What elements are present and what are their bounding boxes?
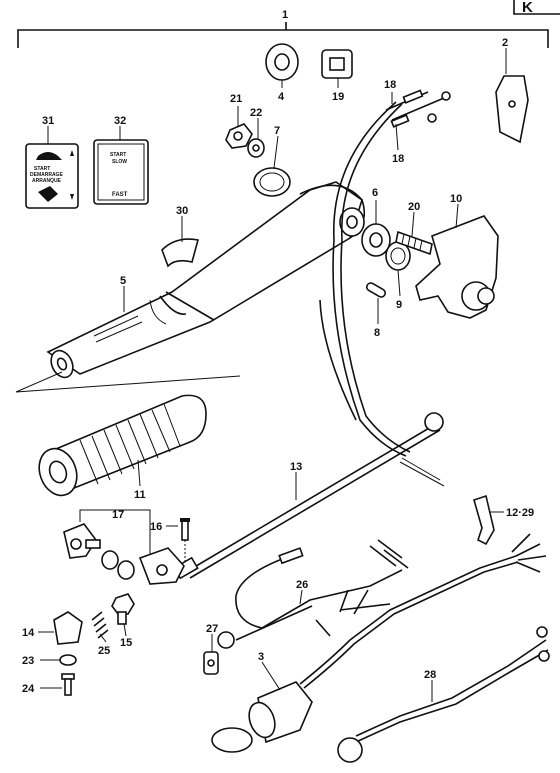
callout-26: 26: [296, 579, 308, 591]
washer-part-6: [361, 223, 391, 257]
callout-18-bottom: 18: [392, 153, 404, 165]
pin-part-8: [366, 282, 386, 298]
decal-part-31: START DEMARRAGE ARRANQUE: [25, 143, 79, 209]
seal-part-4: [265, 43, 299, 81]
callout-9: 9: [396, 299, 402, 311]
callout-6: 6: [372, 187, 378, 199]
clip-part-12-29: [473, 494, 495, 546]
callout-24: 24: [22, 683, 35, 695]
callout-18-top: 18: [384, 79, 396, 91]
lead-wire-part-28: [337, 603, 550, 763]
tiller-arm-part-5: [46, 181, 366, 379]
callout-8: 8: [374, 327, 380, 339]
clamp-part-19: [321, 49, 353, 79]
callout-31: 31: [42, 115, 54, 127]
callout-labels: 1 2 3 4 5 6 7 8 9 10 11 12·29 13 14 15 1…: [22, 9, 534, 695]
callout-19: 19: [332, 91, 344, 103]
callout-5: 5: [120, 275, 126, 287]
callout-2: 2: [502, 37, 508, 49]
decal-32-fast: FAST: [112, 192, 128, 198]
nut-part-21: [225, 123, 253, 149]
key-switch-part-3: [211, 681, 313, 753]
friction-piece-part-30: [161, 238, 200, 268]
callout-28: 28: [424, 669, 436, 681]
decal-31-line3: ARRANQUE: [32, 178, 62, 184]
callout-27: 27: [206, 623, 218, 635]
nut-part-15: [111, 593, 135, 625]
washer-part-22: [247, 138, 265, 158]
decal-32-start: START: [110, 152, 126, 158]
callout-4: 4: [278, 91, 285, 103]
callout-1: 1: [282, 9, 288, 21]
callout-30: 30: [176, 205, 188, 217]
corner-mark-box: K: [513, 0, 560, 16]
washer-part-23: [59, 654, 77, 666]
assembly-bracket: [17, 22, 549, 48]
callout-3: 3: [258, 651, 264, 663]
bolt-part-16: [180, 518, 190, 562]
corner-mark: K: [522, 0, 533, 16]
cable-ends-part-18: [385, 89, 451, 128]
callout-16: 16: [150, 521, 162, 533]
callout-10: 10: [450, 193, 462, 205]
screw-part-20: [395, 230, 433, 256]
decal-32-slow: SLOW: [112, 159, 127, 165]
leader-lines: [38, 48, 507, 702]
callout-14: 14: [22, 627, 35, 639]
callout-15: 15: [120, 637, 132, 649]
callout-12-29: 12·29: [506, 507, 534, 519]
callout-32: 32: [114, 115, 126, 127]
callout-25: 25: [98, 645, 110, 657]
callout-11: 11: [134, 489, 146, 501]
bracket-part-2: [495, 75, 529, 144]
terminal-part-27: [203, 651, 219, 675]
spring-part-25: [91, 611, 109, 639]
decal-31-line2: DEMARRAGE: [30, 172, 63, 178]
stop-rod-part-13: [173, 412, 444, 580]
callout-20: 20: [408, 201, 420, 213]
callout-17: 17: [112, 509, 124, 521]
main-harness: [299, 533, 547, 689]
screw-part-24: [61, 673, 75, 696]
callout-21: 21: [230, 93, 242, 105]
decal-31-line1: START: [34, 166, 50, 172]
housing-part-10: [415, 215, 499, 319]
friction-assembly-part-17: [63, 509, 185, 585]
throttle-grip-part-11: [38, 394, 207, 497]
callout-23: 23: [22, 655, 34, 667]
callout-13: 13: [290, 461, 302, 473]
block-part-14: [53, 611, 83, 645]
wiring-harness-part-26: [217, 539, 409, 649]
control-cables: [319, 101, 445, 487]
decal-part-32: START SLOW FAST: [93, 139, 149, 205]
callout-7: 7: [274, 125, 280, 137]
callout-22: 22: [250, 107, 262, 119]
